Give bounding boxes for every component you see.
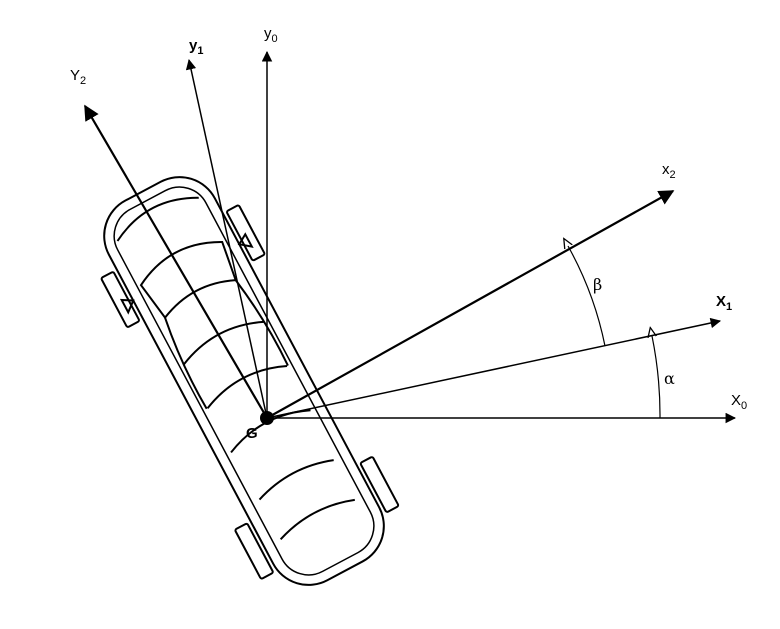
wheel-rear-right	[359, 456, 400, 513]
car-rear-window	[258, 459, 334, 501]
label-x1: X1	[716, 293, 732, 313]
car-body-inner	[113, 186, 375, 576]
mirror-right	[237, 232, 254, 248]
axis-y1	[185, 58, 268, 419]
car-a-pillar-left	[164, 317, 208, 410]
angle-alpha-label: α	[664, 369, 675, 388]
axis-x1	[266, 317, 722, 419]
center-of-gravity-point	[260, 411, 274, 425]
mirror-left	[119, 298, 135, 315]
arc-beta	[568, 246, 606, 347]
car-trunk-line	[279, 498, 355, 541]
arc-alpha	[652, 336, 661, 419]
wheel-rear-left	[234, 522, 274, 580]
car-top-view-icon	[100, 176, 400, 586]
axis-x2	[266, 190, 675, 419]
origin-label: G	[246, 425, 258, 442]
label-y0: y0	[264, 25, 278, 45]
label-y1: y1	[189, 37, 203, 57]
label-x2: x2	[662, 161, 676, 181]
car-hood-line	[116, 196, 199, 242]
label-y2: Y2	[70, 67, 86, 87]
car-roof-line-2	[206, 365, 288, 409]
axes	[84, 50, 737, 424]
axis-y2	[84, 104, 268, 419]
car-windshield	[139, 240, 238, 320]
car-roof-line-3	[230, 409, 311, 454]
car-body	[103, 176, 385, 586]
angle-beta-label: β	[593, 275, 602, 294]
label-x0: X0	[731, 392, 747, 412]
car-a-pillar-right	[234, 279, 289, 367]
